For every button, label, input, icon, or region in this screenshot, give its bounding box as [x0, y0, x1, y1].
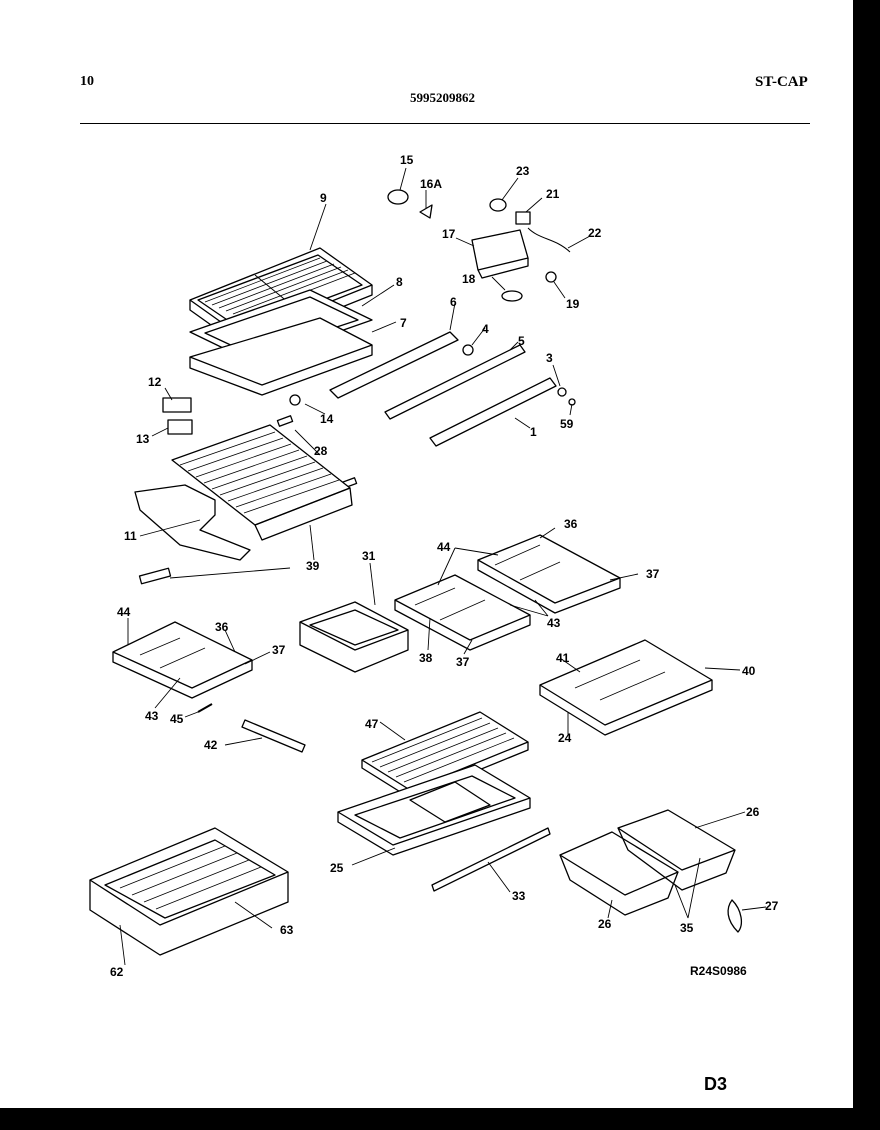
dairy-bin	[299, 601, 409, 673]
callout-25: 25	[330, 861, 344, 875]
shelf-rail-center	[384, 344, 526, 420]
pin-part-45	[197, 703, 213, 713]
socket-part-21	[515, 211, 531, 225]
callout-12: 12	[148, 375, 162, 389]
callout-31: 31	[362, 549, 376, 563]
callout-3: 3	[546, 351, 553, 365]
crisper-frame-25	[337, 764, 531, 856]
callout-63: 63	[280, 923, 294, 937]
crisper-rail-33	[431, 827, 551, 892]
callout-13: 13	[136, 432, 150, 446]
drawing-code: R24S0986	[690, 964, 747, 978]
callout-27: 27	[765, 899, 779, 913]
crisper-glass	[189, 317, 373, 396]
callout-43-middle: 43	[547, 616, 561, 630]
callout-44-middle: 44	[437, 540, 451, 554]
callout-40: 40	[742, 664, 756, 678]
glass-shelf-middle	[394, 574, 531, 651]
callout-42: 42	[204, 738, 218, 752]
callout-11: 11	[124, 529, 137, 543]
callout-38: 38	[419, 651, 433, 665]
light-bulb-15	[387, 189, 409, 205]
screw-part-3	[557, 387, 567, 397]
crisper-grille-47	[361, 711, 529, 799]
hinge-part-12	[162, 397, 192, 413]
callout-4: 4	[482, 322, 489, 336]
shelf-rail-right	[429, 377, 557, 447]
switch-part-23	[489, 198, 507, 212]
callout-17: 17	[442, 227, 456, 241]
callout-26-left: 26	[598, 917, 612, 931]
screw-part-19	[545, 271, 557, 283]
control-housing-17	[471, 229, 529, 271]
callout-9: 9	[320, 191, 327, 205]
callout-16a: 16A	[420, 177, 442, 191]
shelf-trim-39	[138, 567, 172, 585]
callout-36-upper: 36	[564, 517, 578, 531]
hinge-part-13	[167, 419, 193, 435]
callout-1: 1	[530, 425, 537, 439]
shelf-rail-left	[329, 331, 459, 399]
callout-7: 7	[400, 316, 407, 330]
callout-labels: 15 16A 23 21 22 17 18 19 9 8 7 6 4 5 3 5…	[110, 153, 779, 1094]
light-shield-16a	[419, 204, 433, 219]
callout-59: 59	[560, 417, 574, 431]
page-code: D3	[704, 1074, 727, 1094]
callout-15: 15	[400, 153, 414, 167]
callout-28: 28	[314, 444, 328, 458]
callout-43-left: 43	[145, 709, 159, 723]
callout-24: 24	[558, 731, 572, 745]
callout-6: 6	[450, 295, 457, 309]
callout-37-middle: 37	[456, 655, 470, 669]
exploded-parts-diagram: 15 16A 23 21 22 17 18 19 9 8 7 6 4 5 3 5…	[89, 153, 779, 1094]
clip-part-28	[276, 415, 294, 427]
seal-part-27	[727, 899, 743, 933]
meat-drawer-62	[89, 827, 289, 956]
crisper-drawer-left	[559, 831, 679, 916]
knob-part-18	[501, 290, 523, 302]
wire-harness-22	[527, 227, 571, 253]
clip-part-14	[289, 394, 301, 406]
part-number: 5995209862	[410, 90, 475, 105]
page-number: 10	[80, 74, 94, 89]
callout-8: 8	[396, 275, 403, 289]
leader-lines	[119, 167, 767, 966]
callout-26-right: 26	[746, 805, 760, 819]
header-rule	[80, 123, 810, 124]
shelf-trim-42	[241, 719, 306, 753]
scan-border-bottom	[0, 1108, 880, 1130]
callout-45: 45	[170, 712, 184, 726]
callout-18: 18	[462, 272, 476, 286]
section-code: ST-CAP	[755, 74, 808, 90]
callout-14: 14	[320, 412, 334, 426]
screw-part-4	[462, 344, 474, 356]
wire-shelf-assembly	[134, 424, 353, 561]
callout-33: 33	[512, 889, 526, 903]
glass-shelf-right	[539, 639, 713, 736]
callout-47: 47	[365, 717, 379, 731]
callout-22: 22	[588, 226, 602, 240]
callout-44-left: 44	[117, 605, 131, 619]
callout-41: 41	[556, 651, 570, 665]
callout-35: 35	[680, 921, 694, 935]
scan-border-right	[853, 0, 880, 1130]
callout-21: 21	[546, 187, 560, 201]
crisper-drawer-right	[617, 809, 736, 891]
callout-37-upper: 37	[646, 567, 660, 581]
glass-shelf-left	[112, 621, 253, 699]
callout-36-left: 36	[215, 620, 229, 634]
callout-5: 5	[518, 334, 525, 348]
callout-19: 19	[566, 297, 580, 311]
callout-37-left: 37	[272, 643, 286, 657]
callout-39: 39	[306, 559, 320, 573]
callout-62: 62	[110, 965, 124, 979]
callout-23: 23	[516, 164, 530, 178]
